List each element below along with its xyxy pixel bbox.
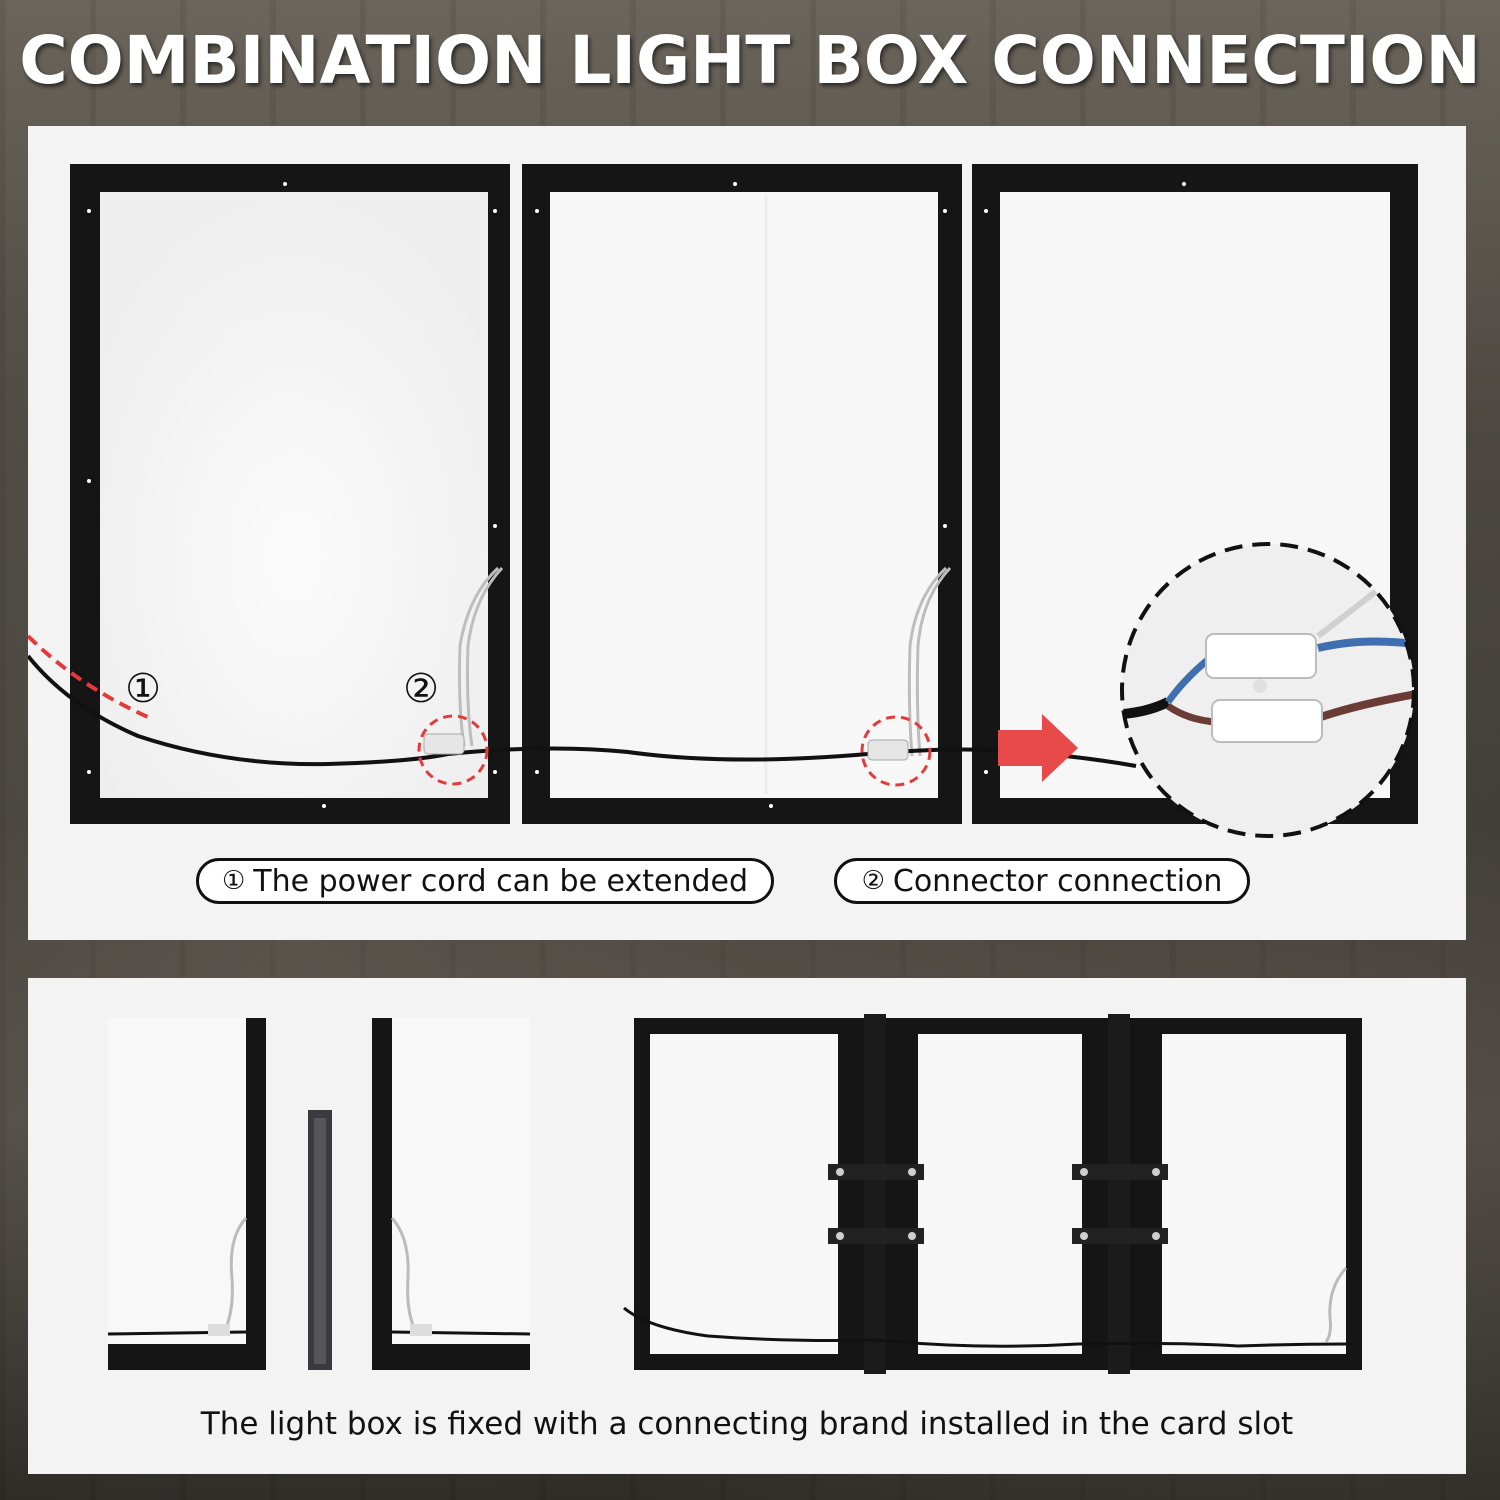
label-number: ② xyxy=(861,866,885,896)
connecting-bar xyxy=(308,1110,332,1370)
red-arrow-icon xyxy=(998,714,1078,782)
label-text: The power cord can be extended xyxy=(253,863,749,899)
mounting-diagram-panel: The light box is fixed with a connecting… xyxy=(28,978,1466,1474)
connector-highlight-left xyxy=(417,714,489,786)
label-power-cord: ① The power cord can be extended xyxy=(196,858,774,904)
page-title: COMBINATION LIGHT BOX CONNECTION xyxy=(19,22,1481,99)
light-box-middle xyxy=(522,164,962,824)
power-cord xyxy=(28,654,1137,768)
box-edge-right xyxy=(372,1018,531,1370)
frame-screws xyxy=(87,182,1186,808)
mounting-caption: The light box is fixed with a connecting… xyxy=(200,1406,1294,1442)
marker-2: ② xyxy=(403,666,439,712)
light-box-row-illustration xyxy=(28,164,1418,838)
marker-1: ① xyxy=(125,666,161,712)
assembled-light-boxes xyxy=(623,1014,1362,1374)
box-edge-left xyxy=(107,1018,266,1370)
label-number: ① xyxy=(221,866,246,896)
connector-highlight-middle xyxy=(860,715,932,787)
connection-diagram-panel: ① ② ① The power cord can be extended ② C… xyxy=(28,126,1466,940)
label-text: Connector connection xyxy=(892,863,1223,899)
light-box-left xyxy=(70,164,510,824)
slot-connection-illustration xyxy=(107,1014,1362,1374)
label-connector: ② Connector connection xyxy=(834,858,1250,904)
connector-zoom-inset xyxy=(1120,542,1416,838)
